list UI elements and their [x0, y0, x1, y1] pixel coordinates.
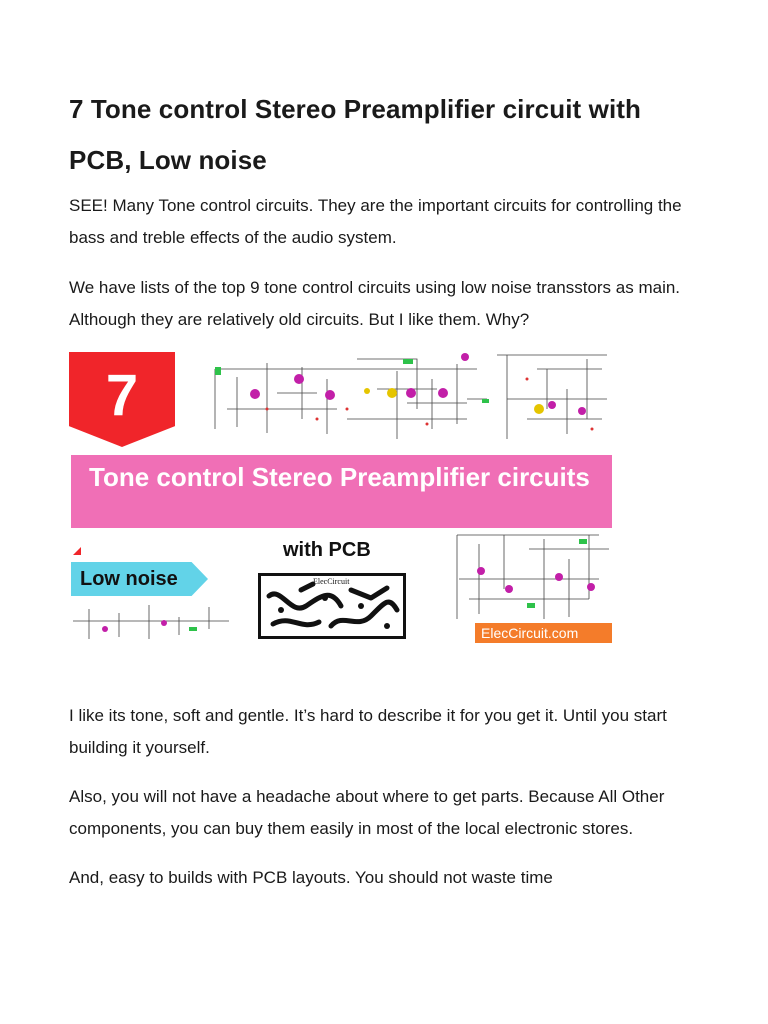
paragraph-parts: Also, you will not have a headache about… [69, 787, 665, 838]
schematic-bottom-illustration [73, 605, 229, 639]
number-badge: 7 [69, 352, 175, 447]
schematic-right-illustration [456, 534, 609, 619]
low-noise-label: Low noise [80, 568, 178, 590]
badge-number: 7 [105, 363, 139, 428]
pcb-traces-illustration [266, 581, 400, 629]
paragraph-intro: SEE! Many Tone control circuits. They ar… [69, 196, 682, 247]
article-title: 7 Tone control Stereo Preamplifier circu… [69, 94, 642, 175]
article-banner-image: 7 Tone control Stereo Preamplifier circu… [69, 349, 612, 643]
low-noise-tag: Low noise [71, 562, 208, 596]
with-pcb-text: with PCB [283, 539, 371, 561]
pcb-label: ElecCircuit [313, 577, 350, 586]
pcb-layout-image: ElecCircuit [258, 573, 406, 639]
marker-illustration [73, 547, 81, 555]
paragraph-tone: I like its tone, soft and gentle. It’s h… [69, 706, 667, 757]
headline-bar: Tone control Stereo Preamplifier circuit… [71, 455, 612, 528]
headline-text: Tone control Stereo Preamplifier circuit… [89, 462, 590, 492]
schematic-top-illustration [214, 353, 607, 439]
paragraph-pcb: And, easy to builds with PCB layouts. Yo… [69, 868, 553, 887]
article: 7 Tone control Stereo Preamplifier circu… [69, 84, 699, 894]
watermark-badge: ElecCircuit.com [475, 623, 612, 643]
paragraph-lists: We have lists of the top 9 tone control … [69, 278, 681, 329]
watermark-text: ElecCircuit.com [481, 625, 579, 641]
